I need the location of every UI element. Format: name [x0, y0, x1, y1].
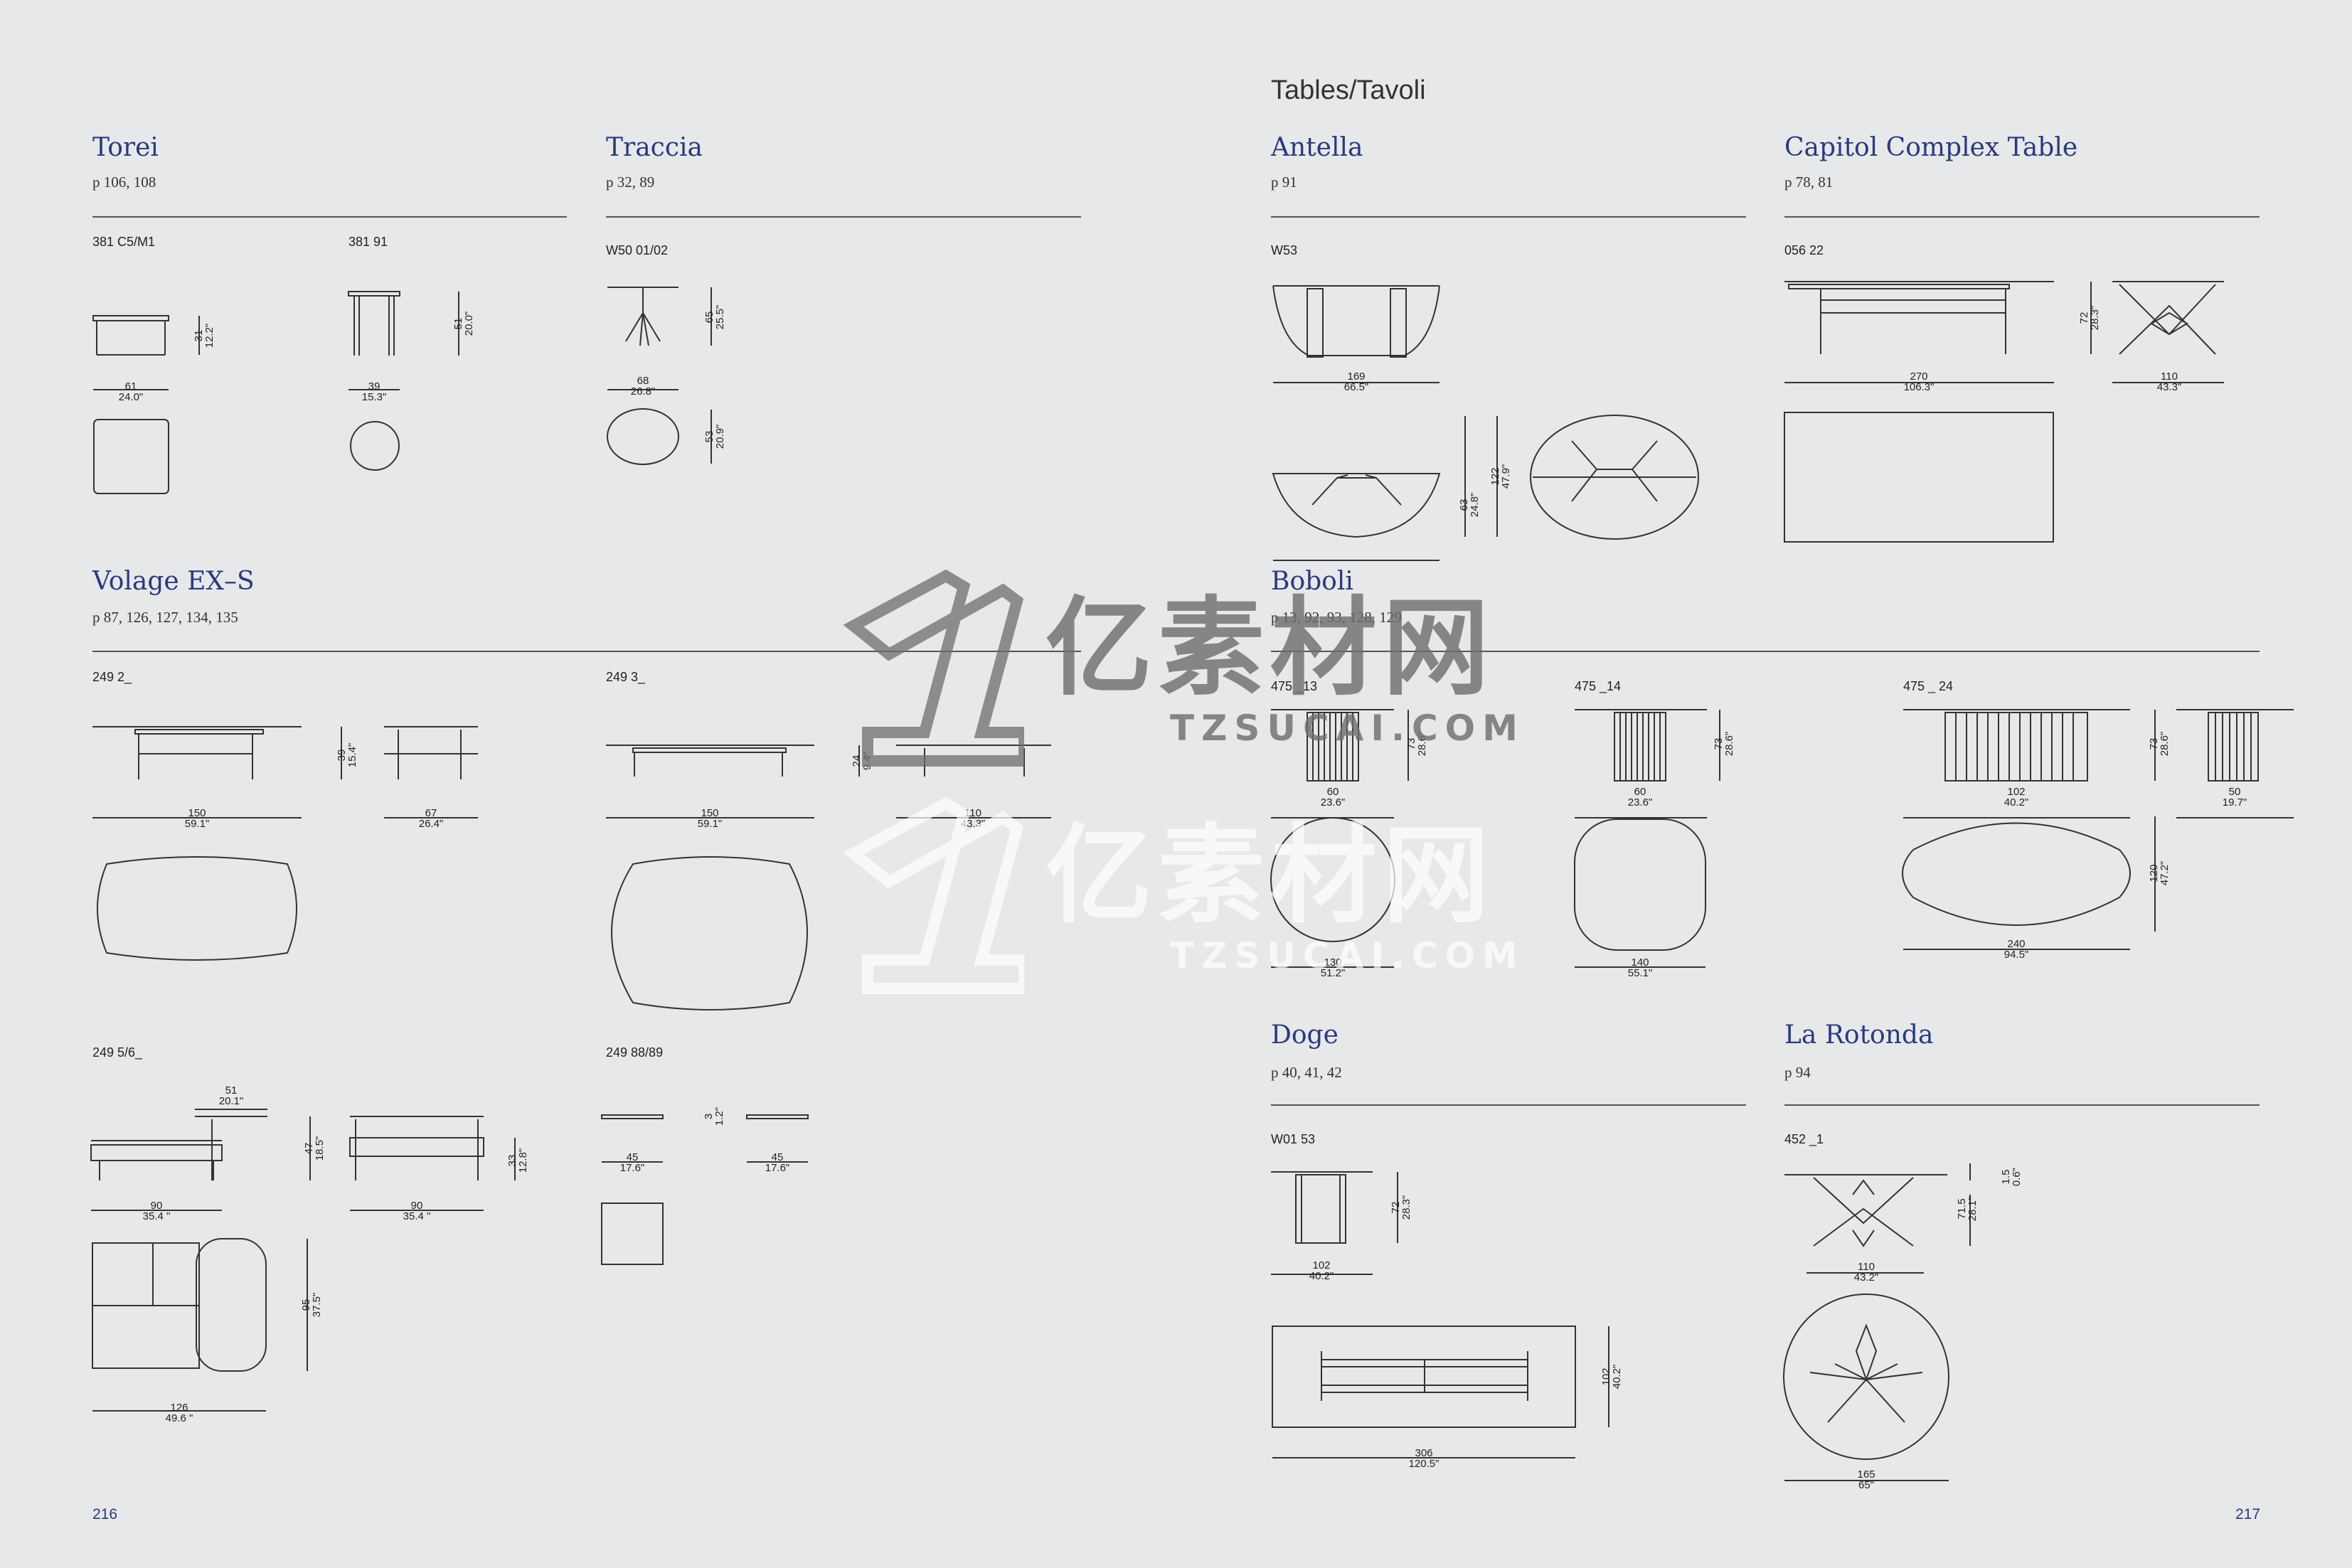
traccia-divider — [606, 216, 1081, 218]
boboli-pages: p 13, 92, 93, 128, 129 — [1271, 609, 1402, 626]
catalog-section-header: Tables/Tavoli — [1271, 75, 1426, 105]
volage-code-b: 249 3_ — [606, 670, 646, 684]
boboli-code-c: 475 _ 24 — [1903, 679, 1954, 693]
torei-title: Torei — [92, 133, 159, 162]
rotonda-title: La Rotonda — [1784, 1020, 1934, 1050]
volage-divider — [92, 651, 1081, 652]
torei-divider — [92, 216, 567, 218]
torei-code-a: 381 C5/M1 — [92, 235, 156, 249]
page-number-left: 216 — [92, 1506, 118, 1522]
doge-divider — [1271, 1104, 1746, 1106]
rotonda-divider — [1784, 1104, 2260, 1106]
boboli-title: Boboli — [1271, 567, 1353, 596]
volage-title: Volage EX–S — [92, 567, 255, 596]
antella-divider — [1271, 216, 1746, 218]
traccia-pages: p 32, 89 — [606, 174, 655, 191]
doge-code: W01 53 — [1271, 1132, 1316, 1146]
boboli-code-b: 475 _14 — [1575, 679, 1622, 693]
antella-code: W53 — [1271, 243, 1298, 257]
antella-title: Antella — [1271, 133, 1363, 162]
boboli-divider — [1271, 651, 2260, 652]
volage-code-c: 249 5/6_ — [92, 1045, 143, 1060]
antella-pages: p 91 — [1271, 174, 1297, 191]
torei-code-b: 381 91 — [348, 235, 388, 249]
page-number-right: 217 — [2235, 1506, 2261, 1522]
torei-pages: p 106, 108 — [92, 174, 156, 191]
capitol-code: 056 22 — [1784, 243, 1824, 257]
rotonda-code: 452 _1 — [1784, 1132, 1824, 1146]
doge-pages: p 40, 41, 42 — [1271, 1064, 1342, 1081]
capitol-pages: p 78, 81 — [1784, 174, 1834, 191]
traccia-code: W50 01/02 — [606, 243, 669, 257]
doge-title: Doge — [1271, 1020, 1339, 1050]
rotonda-pages: p 94 — [1784, 1064, 1811, 1081]
volage-code-d: 249 88/89 — [606, 1045, 664, 1060]
volage-pages: p 87, 126, 127, 134, 135 — [92, 609, 238, 626]
capitol-divider — [1784, 216, 2260, 218]
boboli-code-a: 475 _13 — [1271, 679, 1318, 693]
traccia-title: Traccia — [606, 133, 703, 162]
capitol-title: Capitol Complex Table — [1784, 133, 2078, 162]
volage-code-a: 249 2_ — [92, 670, 132, 684]
